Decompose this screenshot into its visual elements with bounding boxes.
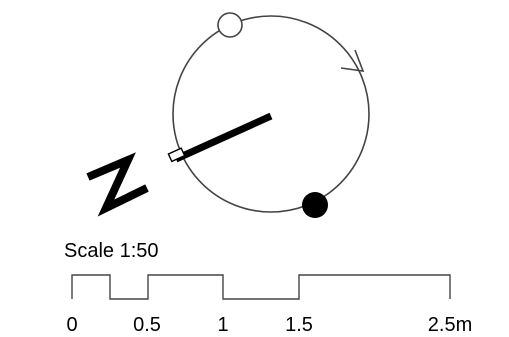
scale-title: Scale 1:50 <box>64 240 159 262</box>
scale-tick-label: 0.5 <box>133 314 161 336</box>
filled-circle-icon <box>302 192 328 218</box>
pointer-bar <box>167 112 273 163</box>
scale-tick-label: 1 <box>217 314 229 336</box>
circular-path <box>172 15 370 213</box>
pointer-bar-solid <box>174 112 273 163</box>
scale-tick-label: 1.5 <box>285 314 313 336</box>
scale-bar <box>71 274 451 300</box>
scale-tick-label: 0 <box>66 314 78 336</box>
pointer-bar-tail <box>167 147 186 163</box>
z-shaped-north-arrow-icon <box>86 152 149 217</box>
scale-tick-label: 2.5m <box>427 314 473 336</box>
open-circle-icon <box>217 12 243 38</box>
arrowhead-icon <box>340 49 365 72</box>
